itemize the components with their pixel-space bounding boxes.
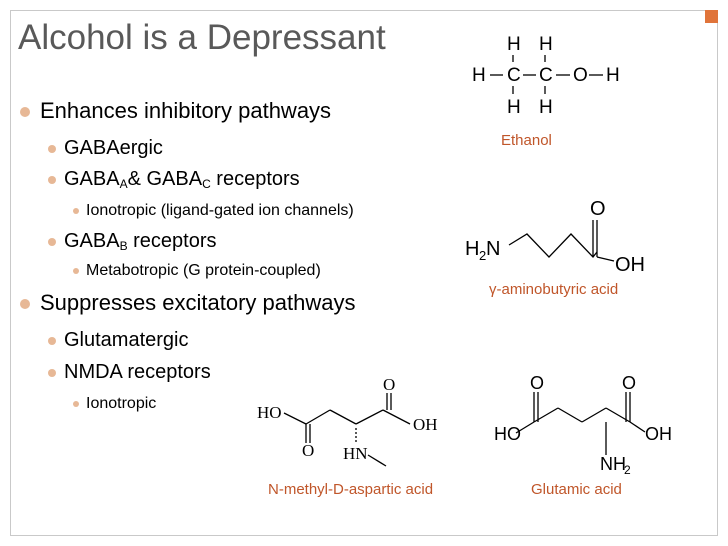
bullet-text: Ionotropic (ligand-gated ion channels) [86,202,354,219]
bullet-text: Ionotropic [86,395,157,412]
bullet-text: Glutamatergic [64,329,189,351]
atom-o: O [530,373,544,393]
hydroxyl: HO [494,424,521,444]
bullet-ionotropic-ligand: Ionotropic (ligand-gated ion channels) [73,202,354,220]
hydroxyl: OH [413,415,438,434]
bullet-gabaergic: GABAergic [48,137,163,160]
atom-c: C [507,65,521,86]
subscript-2: 2 [479,248,486,263]
bullet-text: Enhances inhibitory pathways [40,98,332,123]
bullet-nmda-receptors: NMDA receptors [48,361,211,384]
bullet-text-part: & GABA [127,168,203,190]
ethanol-bonds [490,55,603,94]
bullet-dot [73,401,79,407]
caption-greek: γ [489,281,497,298]
caption-ethanol: Ethanol [501,132,552,149]
atom-o: O [622,373,636,393]
subscript-2: 2 [624,463,631,477]
subscript-b: B [119,239,128,253]
gaba-bonds [508,220,615,262]
bullet-text-part: receptors [210,168,300,190]
accent-square [705,10,718,23]
atom-h: H [539,97,553,118]
atom-c: C [539,65,553,86]
caption-nmda: N-methyl-D-aspartic acid [268,481,434,498]
bullet-dot [48,238,56,246]
atom-o: O [573,65,588,86]
atom-h: H [507,34,521,55]
bullet-dot [73,208,79,214]
ethanol-structure: H H H C C O H H H [472,34,620,118]
atom-h: H [465,238,479,260]
bullet-enhances-inhibitory: Enhances inhibitory pathways [20,98,332,124]
bullet-dot [20,107,30,117]
bullet-text-part: GABA [64,230,120,252]
bullet-gaba-b-receptors: GABAB receptors [48,230,217,253]
nmda-bonds [283,393,411,467]
hydroxyl: HO [257,403,282,422]
bullet-text: Suppresses excitatory pathways [40,290,356,315]
gaba-structure: H 2 N O OH [465,198,645,276]
bullet-dot [48,337,56,345]
bullet-glutamatergic: Glutamatergic [48,329,189,352]
bullet-dot [48,176,56,184]
atom-o: O [302,441,314,460]
glutamic-bonds [515,392,646,455]
bullet-gaba-a-c-receptors: GABAA& GABAC receptors [48,168,300,191]
atom-h: H [539,34,553,55]
caption-gaba: γ-aminobutyric acid [489,281,618,298]
bullet-metabotropic: Metabotropic (G protein-coupled) [73,262,321,280]
atom-h: H [507,97,521,118]
bullet-dot [48,369,56,377]
nmda-structure: HO O O OH HN [257,375,438,463]
slide-title: Alcohol is a Depressant [18,18,386,57]
bullet-dot [20,299,30,309]
bullet-text: GABAergic [64,137,163,159]
bullet-text: NMDA receptors [64,361,211,383]
atom-o: O [590,198,606,220]
amine: HN [343,444,368,463]
bullet-text-part: GABA [64,168,120,190]
hydroxyl: OH [645,424,672,444]
caption-glutamic: Glutamic acid [531,481,622,498]
bullet-text: Metabotropic (G protein-coupled) [86,262,321,279]
atom-h: H [472,65,486,86]
bullet-suppresses-excitatory: Suppresses excitatory pathways [20,290,356,316]
slide-frame [10,10,718,536]
amine: NH [600,454,626,474]
hydroxyl: OH [615,254,645,276]
bullet-ionotropic: Ionotropic [73,395,157,413]
atom-n: N [486,238,500,260]
atom-o: O [383,375,395,394]
caption-rest: -aminobutyric acid [496,281,619,298]
atom-h: H [606,65,620,86]
bullet-text-part: receptors [127,230,217,252]
subscript-c: C [202,177,211,191]
subscript-a: A [119,177,128,191]
bullet-dot [48,145,56,153]
glutamic-structure: O O HO OH NH 2 [494,373,672,477]
bullet-dot [73,268,79,274]
